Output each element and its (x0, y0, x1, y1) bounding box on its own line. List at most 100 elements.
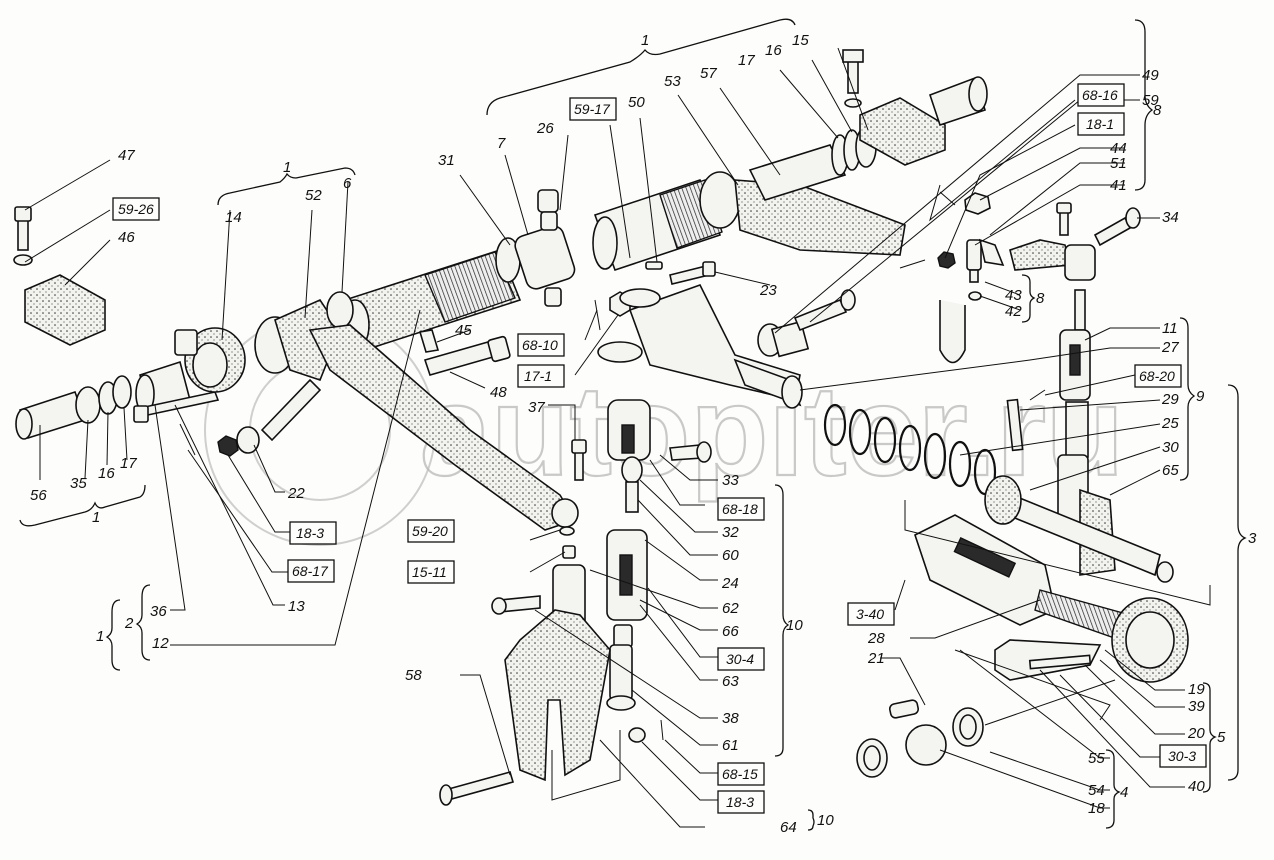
lift-shaft-assembly (340, 49, 988, 351)
bracket-41 (978, 238, 1005, 267)
rod-30-collar (984, 475, 1022, 525)
brace-group-9 (1179, 317, 1196, 481)
label-17-right: 17 (738, 52, 755, 69)
pin-59 (793, 298, 848, 332)
ball-assembly-guide (984, 679, 1116, 726)
group-label-5: 5 (1217, 729, 1226, 746)
nut-44 (964, 192, 991, 215)
fork-eye-upper (619, 288, 661, 308)
group-label-1-top: 1 (641, 32, 649, 49)
svg-text:68-15: 68-15 (722, 766, 758, 782)
boxed-label-68-16: 68-16 (1077, 83, 1125, 107)
svg-text:30-3: 30-3 (1168, 748, 1196, 764)
label-38: 38 (722, 710, 739, 727)
cotter-pin-68-15 (660, 719, 664, 741)
label-14: 14 (225, 209, 242, 226)
label-58: 58 (405, 667, 422, 684)
right-parts (823, 191, 1211, 778)
group-label-4: 4 (1120, 784, 1128, 801)
pin-59-head (840, 289, 856, 311)
clevis-slot (621, 424, 635, 454)
ring-19-bore (1125, 611, 1175, 669)
nut-18-3-lower (628, 727, 646, 743)
label-61: 61 (722, 737, 739, 754)
label-40: 40 (1188, 778, 1205, 795)
label-24: 24 (721, 575, 739, 592)
u-bolt (939, 300, 966, 364)
bolt-upper-right-head (1056, 202, 1072, 214)
boxed-label-68-18: 68-18 (717, 497, 765, 521)
brace-group-8-small (1021, 274, 1036, 323)
bolt-58-head (439, 784, 453, 806)
washer-42 (968, 291, 982, 301)
label-15: 15 (792, 32, 809, 49)
fork-eye-lower (597, 341, 643, 363)
label-6: 6 (343, 175, 352, 192)
label-27: 27 (1161, 339, 1179, 356)
middle-parts (418, 261, 856, 806)
label-17-left: 17 (120, 455, 137, 472)
bracket-14-lug (174, 329, 198, 356)
washer-22 (236, 426, 260, 454)
brace-group-10 (774, 484, 790, 757)
pin-56-end (15, 408, 33, 440)
group-braces (19, 18, 1247, 831)
group-label-3: 3 (1248, 530, 1257, 547)
svg-text:3-40: 3-40 (856, 606, 884, 622)
label-29: 29 (1161, 391, 1179, 408)
yoke-64 (504, 609, 611, 782)
nut-51 (937, 251, 956, 269)
boxed-label-59-26: 59-26 (112, 197, 160, 221)
label-62: 62 (722, 600, 739, 617)
brace-group-8 (1134, 19, 1154, 191)
cotter-pin-68-10 (594, 299, 601, 331)
svg-text:59-20: 59-20 (412, 523, 448, 539)
boxed-label-68-17: 68-17 (287, 559, 335, 583)
cotter-pin (899, 259, 926, 269)
pin-29 (1006, 398, 1024, 452)
label-31: 31 (438, 152, 455, 169)
boxed-label-3-40: 3-40 (847, 602, 895, 626)
ring-6 (326, 291, 354, 329)
seal-55-bore (863, 745, 881, 771)
label-57: 57 (700, 65, 717, 82)
label-18: 18 (1088, 800, 1105, 817)
bolt-head-top-right (842, 49, 864, 63)
label-12: 12 (152, 635, 169, 652)
boxed-label-59-17: 59-17 (569, 97, 617, 121)
brace-group-3 (1227, 384, 1247, 781)
label-28: 28 (867, 630, 885, 647)
svg-text:68-10: 68-10 (522, 337, 558, 353)
nut-38 (613, 624, 633, 648)
brace-group-10-bottom (807, 809, 815, 831)
pin-40 (1028, 654, 1092, 670)
frame-28 (914, 514, 1056, 626)
splined-section-left (424, 251, 516, 323)
cotter-pin-68-20 (1029, 389, 1046, 401)
left-parts (13, 206, 579, 531)
label-43: 43 (1005, 287, 1022, 304)
svg-text:59-26: 59-26 (118, 201, 154, 217)
label-19: 19 (1188, 681, 1205, 698)
label-66: 66 (722, 623, 739, 640)
boxed-label-68-20: 68-20 (1134, 364, 1182, 388)
label-39: 39 (1188, 698, 1205, 715)
brace-group-1-bottom (19, 484, 146, 527)
assembly-guide-lines (551, 730, 621, 801)
bolt-23-head (702, 261, 716, 277)
group-label-2-legend: 2 (124, 615, 134, 632)
bolt-47-head (14, 206, 32, 222)
label-44: 44 (1110, 140, 1127, 157)
label-48: 48 (490, 384, 507, 401)
svg-text:30-4: 30-4 (726, 651, 754, 667)
svg-text:18-3: 18-3 (296, 525, 324, 541)
shaft-end-57 (748, 144, 847, 201)
label-65: 65 (1162, 462, 1179, 479)
label-50: 50 (628, 94, 645, 111)
lift-bracket-hub (1064, 244, 1096, 281)
guide-frame-lower (954, 649, 1111, 721)
brace-legend-1 (105, 599, 121, 671)
bolt-34 (1093, 216, 1132, 247)
label-52: 52 (305, 187, 322, 204)
